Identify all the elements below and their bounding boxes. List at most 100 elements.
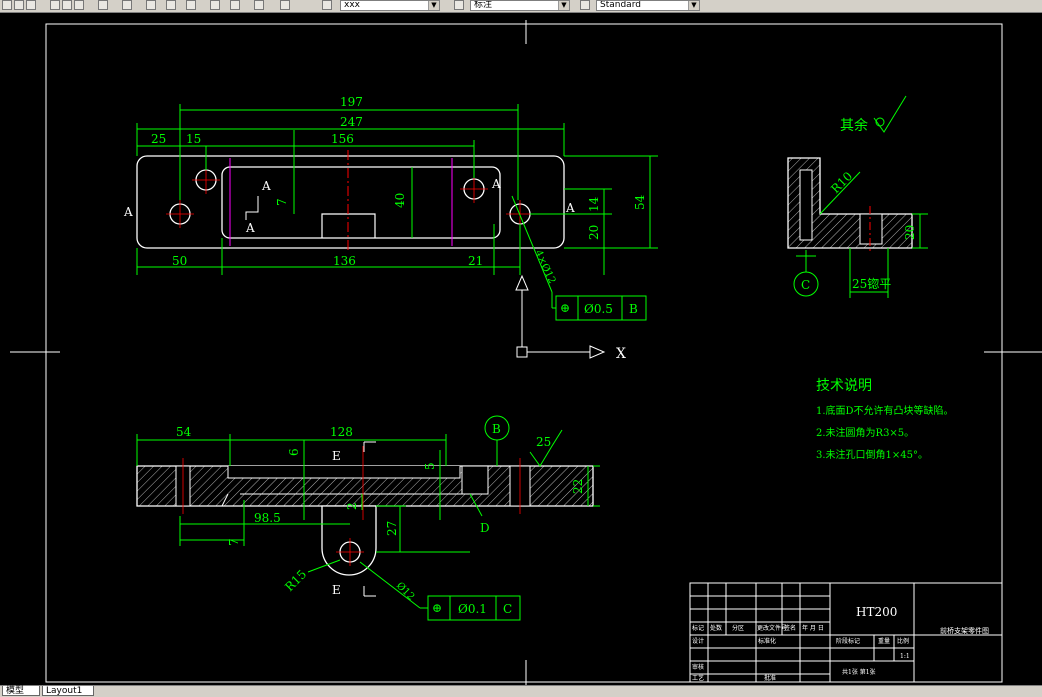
ucs-x-label: X [616, 346, 626, 362]
pan-icon[interactable] [2, 0, 12, 10]
tol-ref: C [503, 602, 512, 616]
tol-value: Ø0.1 [458, 602, 487, 616]
front-hole: Ø12 [394, 580, 417, 603]
dim-21: 21 [468, 254, 483, 268]
tb-weight: 重量 [878, 637, 890, 645]
grid-icon[interactable] [50, 0, 60, 10]
chevron-down-icon[interactable]: ▼ [428, 1, 439, 10]
table-icon[interactable] [62, 0, 72, 10]
section-e-top: E [332, 449, 341, 463]
doc-icon[interactable] [98, 0, 108, 10]
paint-icon[interactable] [280, 0, 290, 10]
chevron-down-icon[interactable]: ▼ [688, 1, 699, 10]
tb-doc: 更改文件号 [757, 624, 787, 632]
tol-ref: B [629, 302, 638, 316]
textstyle-icon[interactable] [580, 0, 590, 10]
front-dim-54: 54 [176, 425, 192, 439]
note-2: 2.未注圆角为R3×5。 [816, 426, 914, 439]
section-a-inner1: A [261, 179, 271, 193]
window-icon[interactable] [186, 0, 196, 10]
tab-layout1[interactable]: Layout1 [42, 686, 94, 696]
tb-process: 工艺 [692, 674, 704, 682]
dim-40: 40 [393, 193, 407, 208]
position-icon: ⊕ [432, 601, 442, 615]
layout-tab-bar: 模型 Layout1 [0, 685, 1042, 697]
dim-15: 15 [186, 132, 201, 146]
dim-50: 50 [172, 254, 187, 268]
tb-std: 标准化 [758, 637, 776, 645]
drawing-canvas[interactable]: 197 247 25 15 156 7 40 14 20 54 50 136 2… [0, 13, 1042, 685]
dim-156: 156 [331, 132, 354, 146]
textstyle-combo[interactable]: Standard ▼ [596, 0, 700, 11]
section-a-right2: A [491, 177, 501, 191]
technical-notes: 技术说明 1.底面D不允许有凸块等缺陷。 2.未注圆角为R3×5。 3.未注孔口… [816, 378, 954, 461]
face-d: D [480, 521, 490, 535]
tb-sheets: 共1张 第1张 [842, 668, 876, 676]
ucs-icon [515, 274, 606, 359]
tb-mark: 标记 [692, 624, 704, 632]
front-view [136, 446, 594, 576]
dimstyle-icon[interactable] [322, 0, 332, 10]
front-dim-22: 22 [571, 479, 585, 494]
zoom-icon[interactable] [14, 0, 24, 10]
layer-combo-value: xxx [344, 0, 360, 10]
front-view-texts: 54 128 6 5 22 2 27 98.5 7 R15 Ø12 B D 25 [176, 422, 585, 603]
rest-roughness: 其余 [840, 117, 868, 134]
chevron-down-icon[interactable]: ▼ [558, 1, 569, 10]
section-markers-e: E E [332, 441, 376, 597]
front-dim-5: 5 [423, 462, 437, 470]
top-view-outline [136, 155, 565, 249]
datum-c: C [801, 278, 810, 292]
note-1: 1.底面D不允许有凸块等缺陷。 [816, 404, 954, 417]
hole-callout: 4×Ø12 [532, 249, 557, 286]
dim-136: 136 [333, 254, 356, 268]
drawing-border [45, 23, 1003, 683]
star-icon[interactable] [210, 0, 220, 10]
tb-design: 设计 [692, 637, 704, 645]
r15-label: R15 [282, 567, 309, 594]
help-icon[interactable] [254, 0, 264, 10]
section-e-bottom: E [332, 583, 341, 597]
style-icon[interactable] [454, 0, 464, 10]
position-icon: ⊕ [560, 301, 570, 315]
top-view-dim-texts: 197 247 25 15 156 7 40 14 20 54 50 136 2… [151, 95, 647, 286]
copy-icon[interactable] [230, 0, 240, 10]
notes-title: 技术说明 [816, 378, 872, 394]
tb-date: 年 月 日 [802, 624, 824, 632]
redo-icon[interactable] [146, 0, 156, 10]
top-view-slot [221, 166, 501, 239]
orbit-icon[interactable] [26, 0, 36, 10]
section-markers-a: A A A A A [123, 177, 575, 235]
dim-25: 25 [151, 132, 166, 146]
tb-sign: 签名 [784, 624, 796, 632]
position-tolerance-frame-c: ⊕ Ø0.1 C [427, 595, 521, 621]
box-icon[interactable] [166, 0, 176, 10]
roughness-25: 25 [536, 435, 551, 449]
top-view-dimensions [136, 104, 658, 309]
tab-model[interactable]: 模型 [2, 686, 40, 696]
front-dim-7: 7 [227, 538, 241, 546]
tb-approve: 批准 [764, 674, 776, 682]
dim-14: 14 [587, 196, 601, 212]
textstyle-combo-value: Standard [600, 0, 641, 10]
tol-value: Ø0.5 [584, 302, 613, 316]
tb-zone: 分区 [732, 624, 744, 632]
title-block [689, 582, 1003, 683]
properties-icon[interactable] [74, 0, 84, 10]
datum-b: B [492, 422, 501, 436]
undo-icon[interactable] [122, 0, 132, 10]
roughness-icon [873, 95, 907, 133]
tb-stage: 阶段标记 [836, 637, 860, 645]
section-a-right: A [565, 201, 575, 215]
tb-count: 处数 [710, 624, 722, 632]
style-combo[interactable]: 标注▼ [470, 0, 570, 11]
dim-54: 54 [633, 194, 647, 210]
front-view-dims [136, 415, 600, 609]
dim-7: 7 [275, 198, 289, 206]
drawing-name: 前桥支架零件图 [940, 626, 989, 635]
side-view [787, 157, 913, 252]
dim-247: 247 [340, 115, 363, 129]
r10-label: R10 [828, 169, 855, 196]
side-dim-20: 20 [903, 225, 917, 240]
layer-combo[interactable]: xxx ▼ [340, 0, 440, 11]
